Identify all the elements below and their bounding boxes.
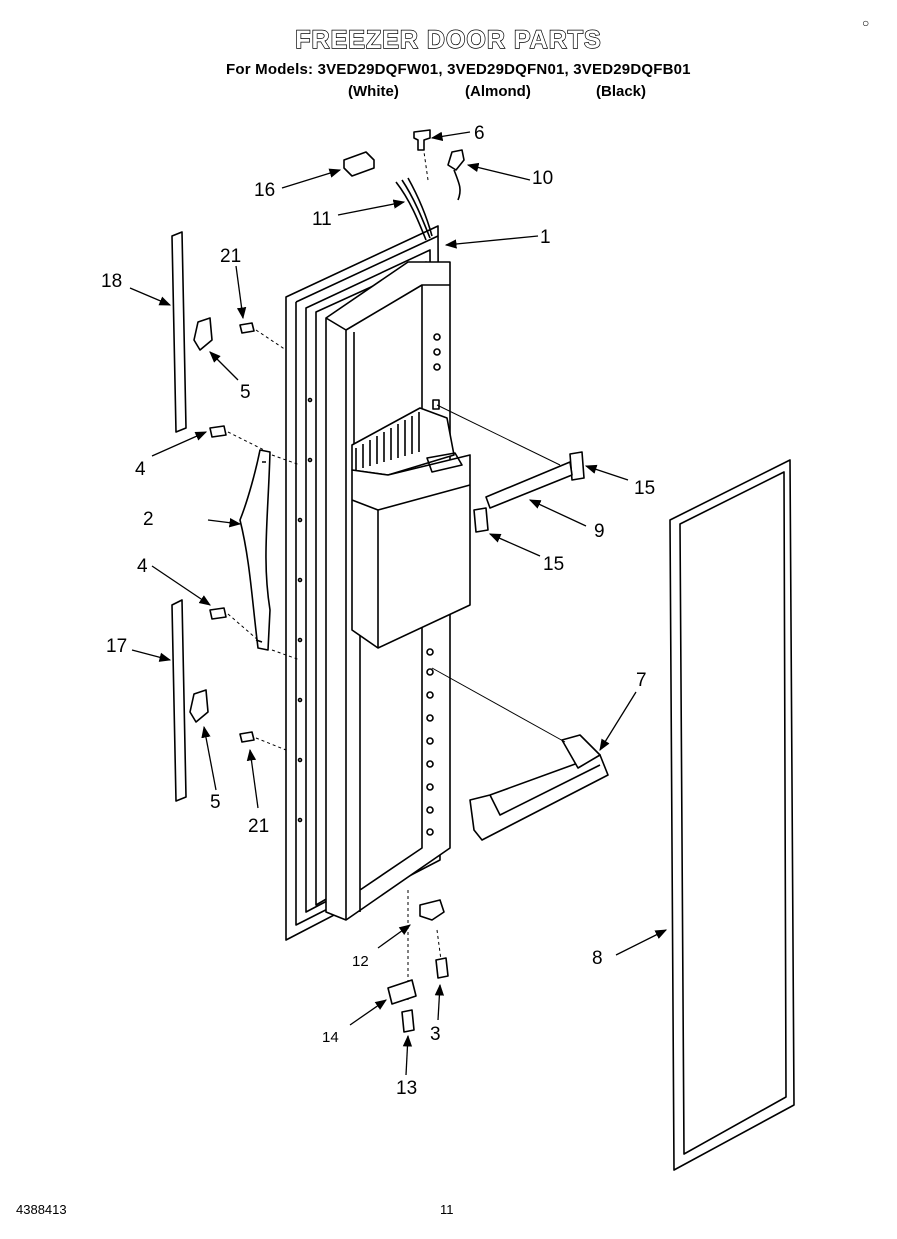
part-14-bracket	[387, 979, 417, 1005]
part-16-connector	[343, 151, 375, 177]
callout-5b: 5	[210, 792, 221, 813]
color-black: (Black)	[596, 83, 647, 100]
models-line: For Models: 3VED29DQFW01, 3VED29DQFN01, …	[226, 61, 691, 78]
callout-11: 11	[312, 209, 332, 230]
door-edge-screws	[297, 397, 313, 823]
callout-13: 13	[396, 1078, 417, 1099]
callout-12: 12	[352, 953, 369, 970]
callout-9: 9	[594, 521, 605, 542]
callout-15a: 15	[634, 478, 655, 499]
part-21-screw-lower	[239, 731, 255, 743]
part-2-handle	[239, 449, 271, 651]
callout-8: 8	[592, 948, 603, 969]
part-12-hinge	[419, 899, 445, 921]
callout-18: 18	[101, 271, 122, 292]
callout-4a: 4	[135, 459, 146, 480]
callout-16: 16	[254, 180, 275, 201]
dispenser-housing	[325, 261, 471, 921]
callout-3: 3	[430, 1024, 441, 1045]
part-4-screw-upper	[209, 425, 227, 438]
callout-21b: 21	[248, 816, 269, 837]
page-number: 11	[440, 1202, 454, 1217]
callout-10: 10	[532, 168, 553, 189]
part-6-plug	[413, 129, 431, 151]
part-13-bolt	[401, 1009, 415, 1033]
part-9-strip	[485, 461, 573, 509]
part-21-screw-upper	[239, 322, 255, 334]
part-11-wire-harness	[395, 177, 433, 241]
part-17-trim	[171, 599, 187, 802]
part-3-screw	[435, 957, 449, 979]
part-5-clip-lower	[189, 689, 209, 723]
callout-2: 2	[143, 509, 154, 530]
part-8-gasket	[669, 459, 795, 1171]
document-number: 4388413	[16, 1202, 67, 1217]
part-10-clip	[447, 149, 465, 171]
part-4-screw-lower	[209, 607, 227, 620]
corner-mark: ○	[862, 16, 870, 30]
part-18-trim	[171, 231, 187, 433]
callout-7: 7	[636, 670, 647, 691]
part-5-clip-upper	[193, 317, 213, 351]
page-title: FREEZER DOOR PARTS	[295, 25, 602, 54]
callout-6: 6	[474, 123, 485, 144]
callout-21a: 21	[220, 246, 241, 267]
callout-4b: 4	[137, 556, 148, 577]
color-almond: (Almond)	[465, 83, 531, 100]
callout-15b: 15	[543, 554, 564, 575]
callout-14: 14	[322, 1029, 339, 1046]
callout-17: 17	[106, 636, 127, 657]
callout-1: 1	[540, 227, 551, 248]
callout-5a: 5	[240, 382, 251, 403]
color-white: (White)	[348, 83, 399, 100]
part-15-clip-lower	[473, 507, 489, 533]
